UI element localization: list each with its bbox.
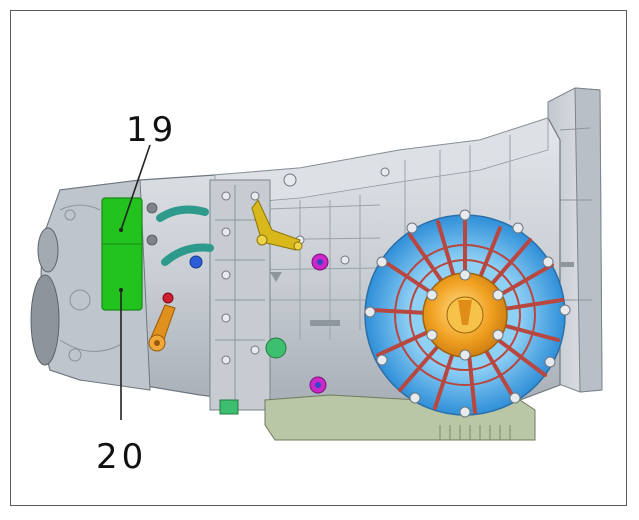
callout-19-leader bbox=[120, 144, 151, 231]
electrical-connectors bbox=[189, 253, 329, 394]
hose-fitting bbox=[146, 202, 158, 214]
callout-20: 20 bbox=[96, 437, 147, 477]
callout-20-anchor bbox=[119, 288, 123, 292]
sensor-bracket bbox=[251, 199, 303, 251]
callout-19: 19 bbox=[126, 110, 177, 150]
highlighted-component bbox=[101, 197, 143, 311]
differential-assembly bbox=[364, 209, 571, 418]
callout-19-anchor bbox=[119, 228, 123, 232]
coolant-hoses bbox=[156, 205, 214, 266]
hose-fitting bbox=[146, 234, 158, 246]
callout-leaders bbox=[120, 144, 151, 420]
selector-lever bbox=[148, 292, 176, 352]
